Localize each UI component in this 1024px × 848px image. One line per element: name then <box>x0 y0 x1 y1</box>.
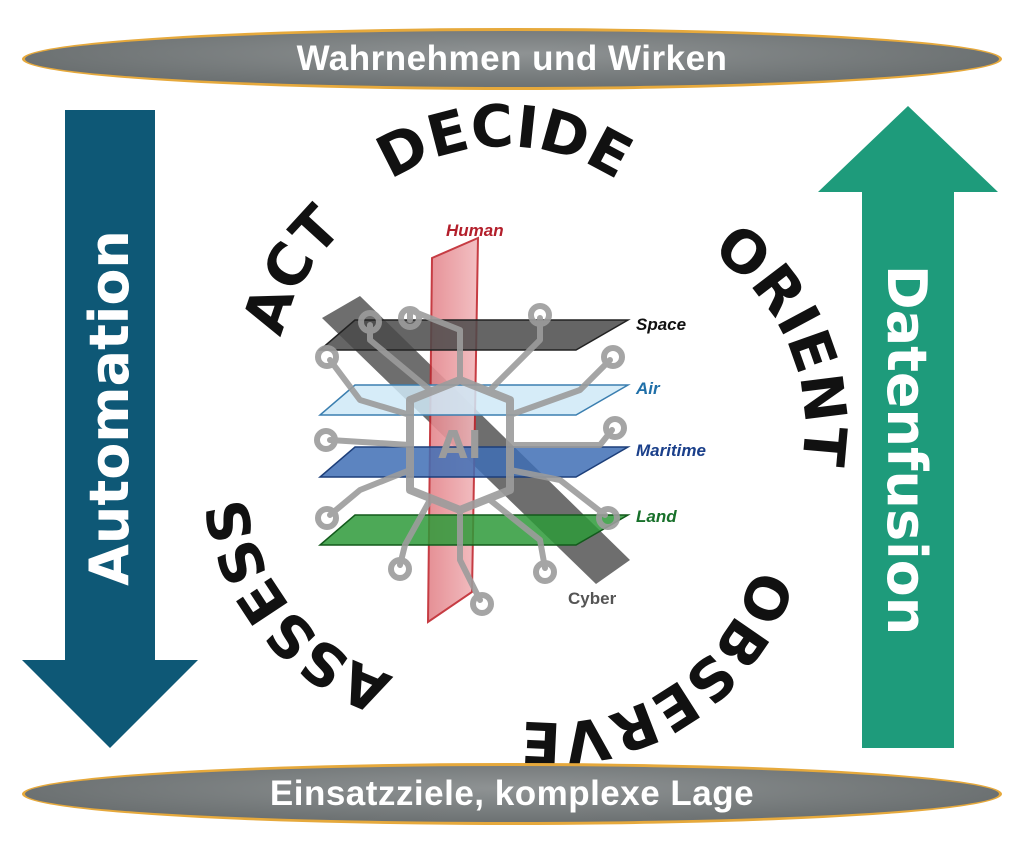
domain-layers-graphic: Cyber Human Space Air Maritime Land <box>314 221 706 624</box>
air-layer <box>317 384 631 416</box>
decide-label: DECIDE <box>366 92 643 192</box>
land-layer <box>317 514 631 546</box>
automation-label: Automation <box>78 230 141 586</box>
air-label: Air <box>635 379 661 398</box>
datenfusion-label: Datenfusion <box>875 265 938 635</box>
automation-arrow-shape <box>22 110 198 748</box>
space-layer <box>317 319 631 351</box>
human-label: Human <box>446 221 504 240</box>
bottom-banner-label: Einsatzziele, komplexe Lage <box>269 774 755 813</box>
top-banner: Wahrnehmen und Wirken <box>22 28 1002 90</box>
datenfusion-arrow: Datenfusion <box>818 106 998 748</box>
ai-circuit <box>314 303 627 616</box>
automation-arrow: Automation <box>22 110 198 748</box>
orient-label: ORIENT <box>702 210 859 469</box>
datenfusion-arrow-shape <box>818 106 998 748</box>
maritime-label: Maritime <box>636 441 706 460</box>
top-banner-label: Wahrnehmen und Wirken <box>296 39 728 78</box>
bottom-banner: Einsatzziele, komplexe Lage <box>22 763 1002 825</box>
land-label: Land <box>636 507 677 526</box>
observe-label: OBSERVE <box>520 563 806 778</box>
cyber-label: Cyber <box>568 589 617 608</box>
ai-label: AI <box>438 423 482 467</box>
space-label: Space <box>636 315 686 334</box>
